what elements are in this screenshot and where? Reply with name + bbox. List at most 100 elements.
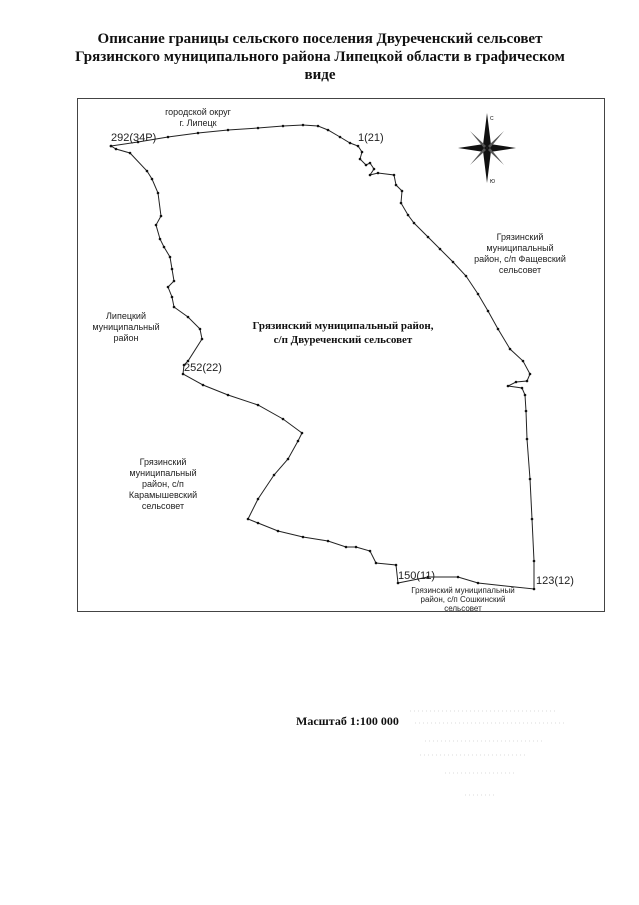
boundary-vertex — [286, 457, 290, 461]
boundary-vertex — [170, 295, 174, 299]
boundary-vertex — [412, 221, 416, 225]
boundary-vertex — [406, 213, 410, 217]
boundary-line — [110, 124, 535, 590]
neighbor-north-label: городской округ г. Липецк — [165, 107, 231, 128]
boundary-vertex — [276, 529, 280, 533]
title-line-1: Описание границы сельского поселения Дву… — [97, 31, 543, 47]
boundary-vertex — [198, 327, 202, 331]
boundary-vertex — [399, 201, 403, 205]
boundary-vertex — [532, 559, 536, 563]
document-title: Описание границы сельского поселения Дву… — [40, 30, 600, 84]
boundary-vertex — [360, 150, 364, 154]
boundary-vertex — [326, 128, 330, 132]
point-252-label: 252(22) — [184, 362, 222, 374]
point-1-label: 1(21) — [358, 132, 384, 144]
boundary-vertex — [392, 173, 396, 177]
boundary-vertex — [396, 581, 400, 585]
boundary-vertex — [376, 171, 380, 175]
boundary-vertex — [196, 131, 200, 135]
compass-north-label: С — [490, 116, 494, 122]
boundary-vertex — [438, 247, 442, 251]
compass-rose-icon: С Ю — [458, 113, 516, 185]
boundary-vertex — [356, 144, 360, 148]
boundary-vertex — [426, 235, 430, 239]
boundary-vertex — [374, 561, 378, 565]
boundary-vertex — [523, 393, 527, 397]
neighbor-south-label: Грязинский муниципальный район, с/п Сошк… — [411, 586, 515, 613]
title-line-3: виде — [304, 67, 336, 83]
boundary-vertex — [528, 372, 532, 376]
boundary-vertex — [400, 189, 404, 193]
boundary-vertex — [158, 237, 162, 241]
boundary-vertex — [159, 214, 163, 218]
boundary-vertex — [154, 223, 158, 227]
boundary-vertex — [521, 359, 525, 363]
boundary-vertex — [145, 169, 149, 173]
boundary-vertex — [181, 372, 185, 376]
boundary-vertex — [344, 545, 348, 549]
boundary-vertex — [246, 517, 250, 521]
map-frame: С Ю городской округ г. Липецк Грязинский… — [77, 98, 605, 613]
compass-south-label: Ю — [490, 179, 495, 185]
boundary-vertex — [186, 359, 190, 363]
boundary-vertex — [301, 123, 305, 127]
settlement-label: Грязинский муниципальный район, с/п Двур… — [252, 320, 434, 346]
boundary-vertex — [528, 477, 532, 481]
boundary-vertex — [316, 124, 320, 128]
neighbor-east-label: Грязинский муниципальный район, с/п Фаще… — [474, 232, 566, 275]
boundary-vertex — [281, 124, 285, 128]
boundary-vertex — [476, 581, 480, 585]
boundary-vertex — [464, 274, 468, 278]
boundary-vertex — [226, 128, 230, 132]
boundary-vertex — [200, 337, 204, 341]
boundary-vertex — [168, 255, 172, 259]
point-123-label: 123(12) — [536, 575, 574, 587]
boundary-vertex — [226, 393, 230, 397]
boundary-vertex — [128, 151, 132, 155]
boundary-vertex — [358, 157, 362, 161]
boundary-vertex — [272, 473, 276, 477]
boundary-vertex — [170, 267, 174, 271]
boundary-vertex — [109, 144, 113, 148]
boundary-vertex — [506, 384, 510, 388]
point-150-label: 150(11) — [398, 570, 436, 582]
boundary-vertex — [456, 575, 460, 579]
boundary-vertex — [172, 279, 176, 283]
boundary-vertex — [256, 497, 260, 501]
boundary-vertex — [300, 431, 304, 435]
boundary-vertex — [156, 191, 160, 195]
boundary-vertex — [338, 135, 342, 139]
point-292-label: 292(34Р) — [111, 132, 157, 144]
boundary-vertex — [532, 587, 536, 591]
boundary-vertex — [182, 363, 186, 367]
boundary-vertex — [172, 305, 176, 309]
boundary-vertex — [508, 347, 512, 351]
neighbor-west-label: Липецкий муниципальный район — [92, 311, 160, 343]
scan-noise — [410, 710, 565, 796]
boundary-vertex — [514, 380, 518, 384]
boundary-vertex — [368, 549, 372, 553]
boundary-vertex — [296, 439, 300, 443]
boundary-vertex — [326, 539, 330, 543]
boundary-vertex — [354, 545, 358, 549]
boundary-vertex — [301, 535, 305, 539]
boundary-vertex — [368, 161, 372, 165]
title-line-2: Грязинского муниципального района Липецк… — [75, 49, 565, 65]
boundary-vertex — [524, 409, 528, 413]
boundary-vertex — [530, 517, 534, 521]
boundary-vertex — [348, 141, 352, 145]
boundary-vertex — [486, 309, 490, 313]
boundary-vertex — [451, 260, 455, 264]
boundary-vertex — [150, 177, 154, 181]
boundary-vertex — [496, 327, 500, 331]
boundary-vertex — [525, 437, 529, 441]
boundary-vertex — [162, 245, 166, 249]
boundary-vertex — [201, 383, 205, 387]
boundary-vertices — [109, 123, 536, 591]
boundary-vertex — [394, 563, 398, 567]
boundary-vertex — [186, 315, 190, 319]
boundary-vertex — [256, 521, 260, 525]
neighbor-southwest-label: Грязинский муниципальный район, с/п Кара… — [128, 457, 198, 511]
boundary-vertex — [256, 126, 260, 130]
boundary-vertex — [364, 163, 368, 167]
